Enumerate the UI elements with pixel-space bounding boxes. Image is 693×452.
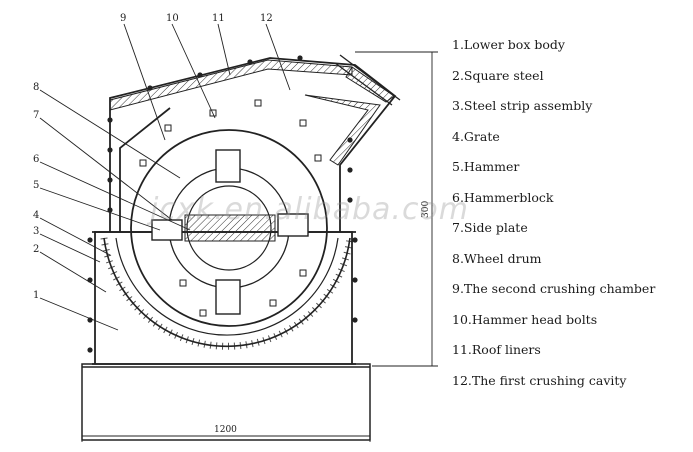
callout-11: 11 xyxy=(212,13,225,24)
callout-1: 1 xyxy=(33,290,39,301)
callout-6: 6 xyxy=(33,154,39,165)
legend-item-6: 6.Hammerblock xyxy=(452,189,554,205)
upper-box xyxy=(109,57,397,232)
callout-2: 2 xyxy=(33,244,39,255)
feed-chute xyxy=(334,54,401,106)
legend-item-3: 3.Steel strip assembly xyxy=(452,98,593,113)
dimension-height xyxy=(355,51,438,367)
parts-legend: 1.Lower box body 2.Square steel 3.Steel … xyxy=(452,30,688,396)
leader-lines xyxy=(39,23,291,331)
legend-item-4: 4.Grate xyxy=(452,128,500,144)
dimension-height-label: 300 xyxy=(421,201,431,218)
callout-10: 10 xyxy=(166,13,179,24)
legend-item-9: 9.The second crushing chamber xyxy=(452,281,656,296)
liner-marks xyxy=(139,99,322,317)
hammers xyxy=(151,149,309,315)
watermark: jcxk.en.alibaba.com xyxy=(150,192,470,227)
legend-item-5: 5.Hammer xyxy=(452,159,520,174)
legend-item-1: 1.Lower box body xyxy=(452,37,565,52)
callout-3: 3 xyxy=(33,226,39,237)
legend-item-8: 8.Wheel drum xyxy=(452,250,542,266)
legend-item-10: 10.Hammer head bolts xyxy=(452,311,598,327)
legend-item-11: 11.Roof liners xyxy=(452,342,541,357)
legend-item-2: 2.Square steel xyxy=(452,67,544,83)
grate xyxy=(100,237,354,350)
callout-7: 7 xyxy=(33,110,39,121)
callout-9: 9 xyxy=(120,13,126,24)
callout-5: 5 xyxy=(33,180,39,191)
dimension-width-label: 1200 xyxy=(214,425,237,435)
callout-numbers: 9 10 11 12 8 7 6 5 4 3 2 1 xyxy=(33,13,273,301)
legend-item-7: 7.Side plate xyxy=(452,220,528,235)
callout-4: 4 xyxy=(33,210,39,221)
dimension-width xyxy=(81,430,371,442)
legend-item-12: 12.The first crushing cavity xyxy=(452,372,627,388)
callout-8: 8 xyxy=(33,82,39,93)
callout-12: 12 xyxy=(260,13,273,24)
